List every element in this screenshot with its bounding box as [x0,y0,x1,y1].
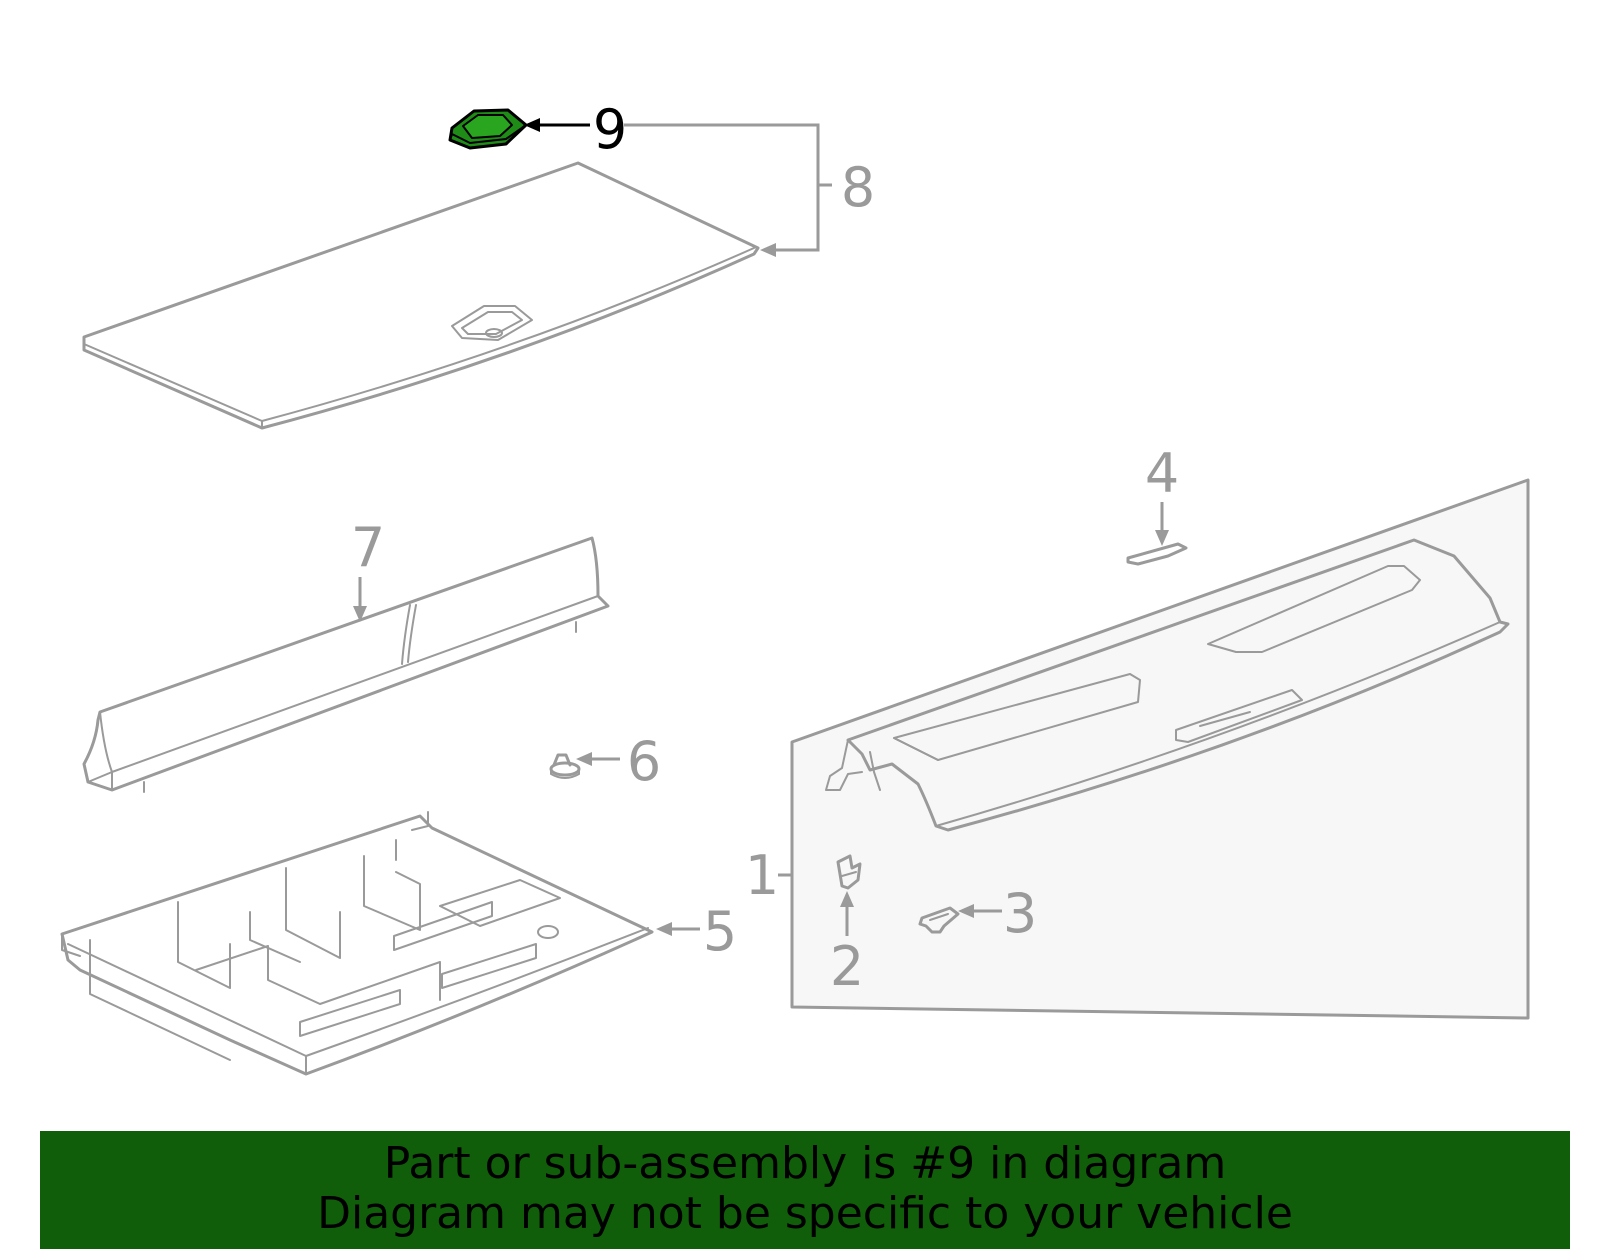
info-banner: Part or sub-assembly is #9 in diagram Di… [40,1131,1570,1249]
callout-5[interactable]: 5 [703,900,737,963]
part-2-retainer[interactable] [836,854,862,890]
arrow-8 [760,243,776,257]
callout-9[interactable]: 9 [593,98,627,161]
arrow-7 [353,606,367,622]
callout-1[interactable]: 1 [745,844,779,907]
arrow-3 [958,904,974,918]
callout-7[interactable]: 7 [351,516,385,579]
part-1-closeout-panel[interactable] [825,538,1510,832]
arrow-4 [1155,530,1169,546]
banner-line-part: Part or sub-assembly is #9 in diagram [383,1138,1227,1189]
callout-3[interactable]: 3 [1003,882,1037,945]
arrow-5 [656,922,672,936]
part-6-push-pin[interactable] [549,753,581,779]
part-3-fastener[interactable] [918,906,960,934]
arrow-9 [524,118,540,132]
banner-line-disclaimer: Diagram may not be specific to your vehi… [317,1188,1293,1239]
callout-6[interactable]: 6 [627,730,661,793]
arrow-6 [576,752,592,766]
arrow-2 [840,891,854,907]
part-5-floor-tray[interactable] [60,811,654,1076]
leader-8-bracket [624,123,820,252]
callout-8[interactable]: 8 [841,156,875,219]
part-4-clip[interactable] [1126,542,1188,566]
assembly-1-box [790,478,1530,1020]
part-9-cover[interactable] [448,108,528,150]
part-7-trim-panel[interactable] [82,536,610,793]
callout-2[interactable]: 2 [830,935,864,998]
callout-4[interactable]: 4 [1145,442,1179,505]
part-8-cargo-shelf[interactable] [82,161,760,430]
